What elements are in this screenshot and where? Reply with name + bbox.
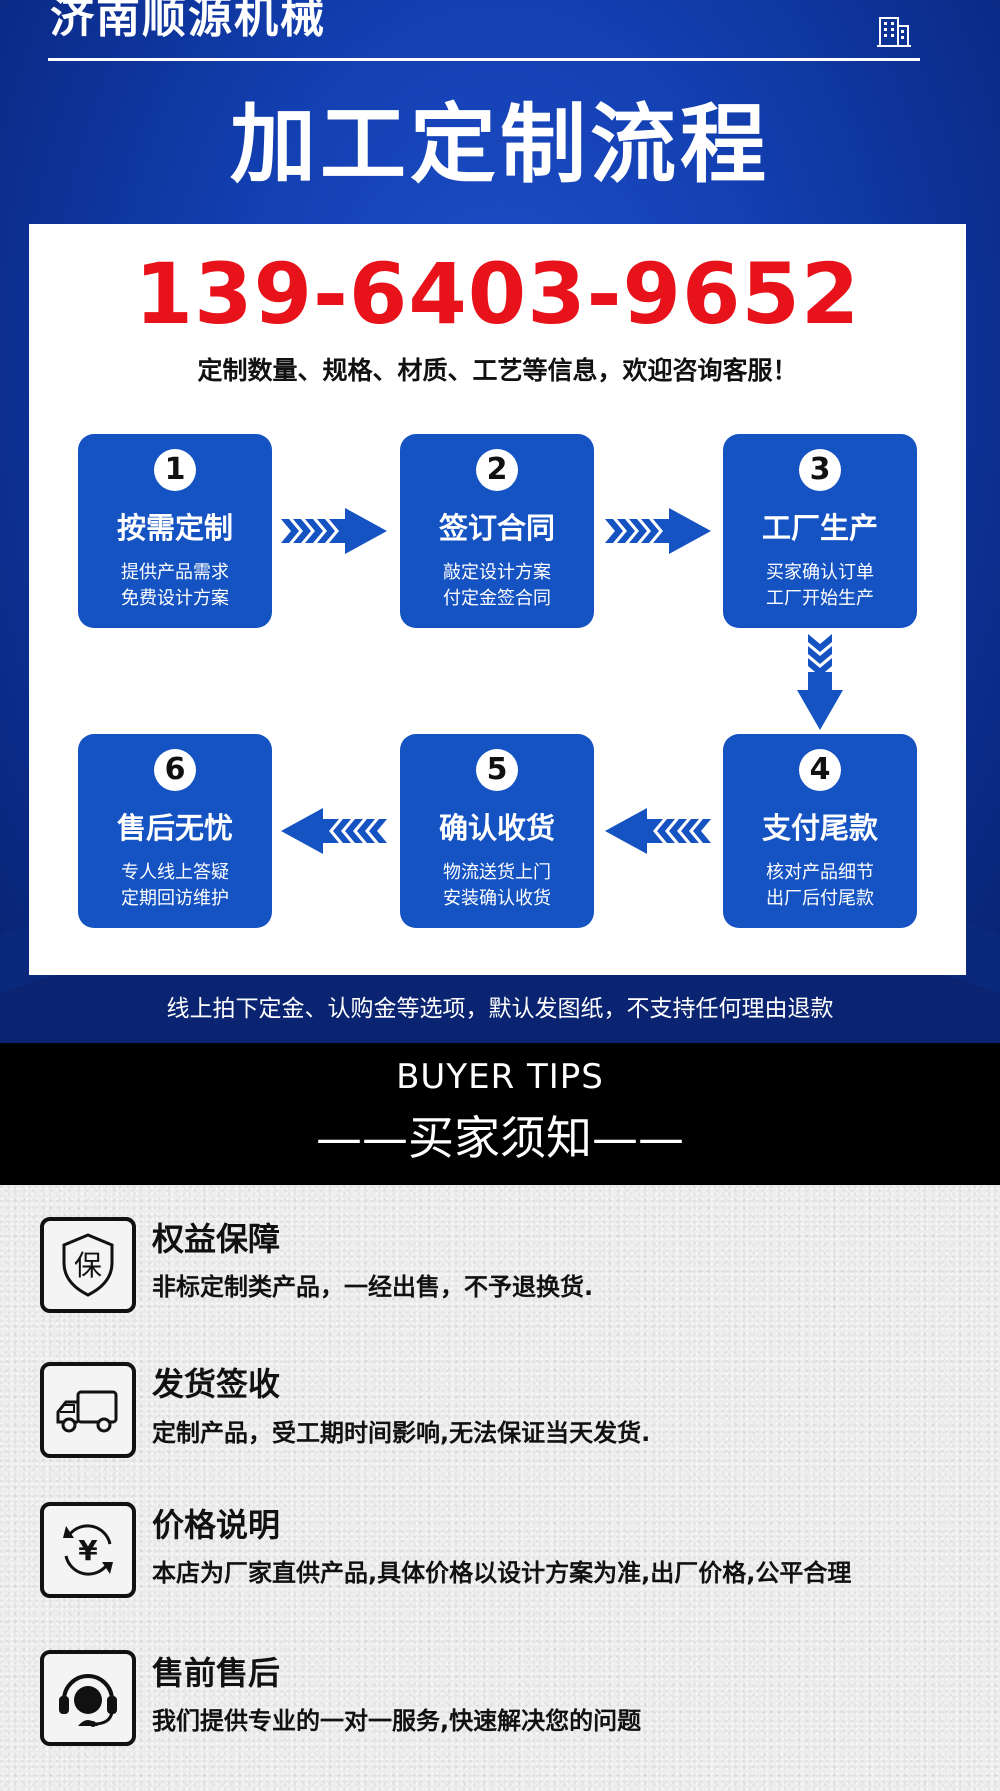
step-6: 6 售后无忧 专人线上答疑 定期回访维护 xyxy=(78,734,272,928)
step-desc: 买家确认订单 工厂开始生产 xyxy=(723,560,917,612)
building-icon xyxy=(877,17,911,47)
yuan-cycle-icon: ¥ xyxy=(40,1502,136,1598)
step-number: 2 xyxy=(476,449,518,491)
step-number: 5 xyxy=(476,749,518,791)
step-number: 4 xyxy=(799,749,841,791)
step-name: 工厂生产 xyxy=(761,511,878,545)
step-number: 3 xyxy=(799,449,841,491)
arrow-right-icon xyxy=(281,508,387,554)
phone-number[interactable]: 139-6403-9652 xyxy=(134,245,861,343)
step-desc-line: 付定金签合同 xyxy=(443,588,551,609)
svg-text:¥: ¥ xyxy=(78,1534,98,1567)
step-1: 1 按需定制 提供产品需求 免费设计方案 xyxy=(78,434,272,628)
step-desc-line: 买家确认订单 xyxy=(766,562,874,583)
step-name: 确认收货 xyxy=(438,811,555,845)
tip-text: 我们提供专业的一对一服务,快速解决您的问题 xyxy=(152,1707,642,1735)
headset-icon xyxy=(40,1650,136,1746)
step-name: 按需定制 xyxy=(116,511,233,545)
tip-title: 权益保障 xyxy=(152,1220,281,1258)
buyer-tips-en: BUYER TIPS xyxy=(396,1057,604,1097)
arrow-left-icon xyxy=(605,808,711,854)
tip-text: 定制产品，受工期时间影响,无法保证当天发货. xyxy=(152,1419,651,1447)
step-name: 签订合同 xyxy=(438,511,555,545)
step-name: 售后无忧 xyxy=(116,811,233,845)
step-3: 3 工厂生产 买家确认订单 工厂开始生产 xyxy=(723,434,917,628)
step-number: 1 xyxy=(154,449,196,491)
buyer-tips-cn: ——买家须知—— xyxy=(316,1111,684,1165)
refund-note: 线上拍下定金、认购金等选项，默认发图纸，不支持任何理由退款 xyxy=(166,996,834,1022)
step-desc-line: 提供产品需求 xyxy=(121,562,229,583)
step-desc-line: 出厂后付尾款 xyxy=(766,888,874,909)
step-desc-line: 工厂开始生产 xyxy=(766,588,874,609)
tip-title: 售前售后 xyxy=(152,1654,281,1692)
arrow-right-icon xyxy=(605,508,711,554)
step-name: 支付尾款 xyxy=(761,811,878,845)
step-desc: 物流送货上门 安装确认收货 xyxy=(400,860,594,912)
shield-icon: 保 xyxy=(40,1217,136,1313)
tip-title: 发货签收 xyxy=(152,1365,281,1403)
step-desc-line: 安装确认收货 xyxy=(443,888,551,909)
company-name: 济南顺源机械 xyxy=(50,0,326,43)
tip-text: 本店为厂家直供产品,具体价格以设计方案为准,出厂价格,公平合理 xyxy=(152,1559,852,1587)
page-title: 加工定制流程 xyxy=(230,95,770,195)
step-desc-line: 物流送货上门 xyxy=(443,862,551,883)
header-divider xyxy=(48,58,920,61)
top-banner: 济南顺源机械 加工定制流程 139-6403-9652 定制数量、规格、材质、工… xyxy=(0,0,1000,1043)
process-card: 139-6403-9652 定制数量、规格、材质、工艺等信息，欢迎咨询客服！ 1… xyxy=(29,224,966,975)
step-4: 4 支付尾款 核对产品细节 出厂后付尾款 xyxy=(723,734,917,928)
step-desc-line: 定期回访维护 xyxy=(121,888,229,909)
step-desc-line: 专人线上答疑 xyxy=(121,862,229,883)
tip-title: 价格说明 xyxy=(152,1506,281,1544)
step-desc-line: 核对产品细节 xyxy=(766,862,874,883)
step-2: 2 签订合同 敲定设计方案 付定金签合同 xyxy=(400,434,594,628)
step-desc: 核对产品细节 出厂后付尾款 xyxy=(723,860,917,912)
step-desc: 提供产品需求 免费设计方案 xyxy=(78,560,272,612)
truck-icon xyxy=(40,1362,136,1458)
step-number: 6 xyxy=(154,749,196,791)
arrow-down-icon xyxy=(797,634,843,730)
buyer-tips-header: BUYER TIPS ——买家须知—— xyxy=(0,1043,1000,1185)
arrow-left-icon xyxy=(281,808,387,854)
tip-text: 非标定制类产品，一经出售，不予退换货. xyxy=(152,1273,594,1301)
step-desc: 专人线上答疑 定期回访维护 xyxy=(78,860,272,912)
step-desc: 敲定设计方案 付定金签合同 xyxy=(400,560,594,612)
card-subtitle: 定制数量、规格、材质、工艺等信息，欢迎咨询客服！ xyxy=(197,356,798,385)
step-desc-line: 免费设计方案 xyxy=(121,588,229,609)
svg-text:保: 保 xyxy=(74,1249,102,1282)
tips-section: 保 权益保障 非标定制类产品，一经出售，不予退换货. 发货签收 定制产品，受工期… xyxy=(0,1185,1000,1791)
step-desc-line: 敲定设计方案 xyxy=(443,562,551,583)
step-5: 5 确认收货 物流送货上门 安装确认收货 xyxy=(400,734,594,928)
